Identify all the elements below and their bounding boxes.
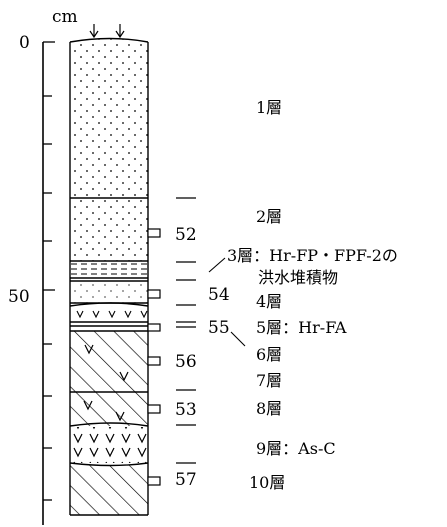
layer-label-8: 8層 <box>256 399 282 418</box>
sample-tab-55 <box>147 323 161 332</box>
sample-label-54: 54 <box>208 285 230 305</box>
layer-label-1: 1層 <box>256 98 282 117</box>
layer-label-6: 6層 <box>256 345 282 364</box>
surface-arrows <box>89 24 125 39</box>
layer-6-8-fill <box>70 331 148 426</box>
layer-1-fill <box>70 38 148 198</box>
sample-tab-53 <box>147 404 161 414</box>
sample-label-57: 57 <box>175 470 197 490</box>
sample-label-52: 52 <box>175 225 197 245</box>
sample-tab-57 <box>147 476 161 486</box>
layer-2-fill <box>70 198 148 261</box>
hatch-vee-marks <box>83 344 129 422</box>
sample-labels: 52 54 55 56 53 57 <box>175 225 230 490</box>
axis-unit-label: cm <box>52 7 78 27</box>
layer-label-7: 7層 <box>256 371 282 390</box>
sample-tabs <box>147 228 161 486</box>
leader-lines <box>208 257 246 347</box>
column-outline <box>69 37 149 516</box>
layer-label-3-line2: 洪水堆積物 <box>258 268 338 287</box>
layer-label-5: 5層：Hr-FA <box>256 318 347 337</box>
layer-label-4: 4層 <box>256 292 282 311</box>
layer-fills <box>70 38 148 515</box>
sample-tab-56 <box>147 356 161 366</box>
sample-tab-54 <box>147 289 161 299</box>
layer-labels: 1層 2層 3層：Hr-FP・FPF-2の 洪水堆積物 4層 5層：Hr-FA … <box>227 98 398 492</box>
layer-label-10: 10層 <box>249 473 285 492</box>
axis-tick-label-0: 0 <box>19 33 30 53</box>
sample-label-56: 56 <box>175 352 197 372</box>
layer-4-fill <box>70 281 148 303</box>
sample-label-55: 55 <box>208 318 230 338</box>
layer-9-fill <box>70 427 148 463</box>
layer-3-fill <box>70 262 148 276</box>
layer-4b-fill <box>70 306 148 321</box>
layer-label-2: 2層 <box>256 207 282 226</box>
axis-tick-label-50: 50 <box>8 287 30 307</box>
layer-label-9: 9層：As-C <box>256 439 336 458</box>
axis-ticks <box>43 41 55 501</box>
sample-label-53: 53 <box>175 400 197 420</box>
boundary-markers <box>176 197 196 464</box>
layer-label-3-line1: 3層：Hr-FP・FPF-2の <box>227 246 398 265</box>
sample-tab-52 <box>147 228 161 238</box>
layer-10-fill <box>70 465 148 515</box>
depth-axis: cm 0 50 <box>8 7 78 525</box>
